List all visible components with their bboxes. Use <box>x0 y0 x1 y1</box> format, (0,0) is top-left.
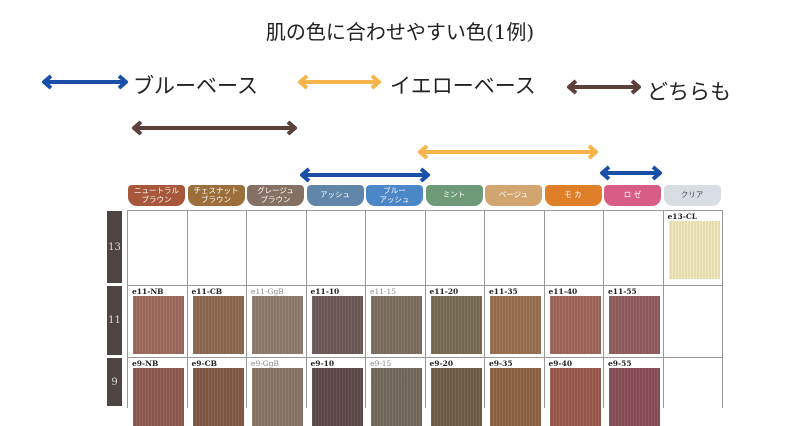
color-code: e11-GgB <box>251 287 284 296</box>
color-code: e9-GgB <box>251 359 280 368</box>
yellow-base-arrow-icon <box>298 74 381 90</box>
row-level-label: 9 <box>107 358 122 406</box>
color-swatch <box>133 296 184 354</box>
both-legend-arrow-icon <box>567 79 641 95</box>
yellow-span-arrow-icon <box>418 144 598 160</box>
chart-cell[interactable]: e11-NB <box>127 285 188 357</box>
color-swatch <box>192 368 244 426</box>
chart-cell <box>662 357 723 408</box>
blue-span-arrow-icon <box>300 167 430 183</box>
chart-cell[interactable]: e11-20 <box>424 285 485 357</box>
chart-cell <box>127 210 188 285</box>
color-code: e9-55 <box>608 359 632 368</box>
color-swatch <box>430 296 482 354</box>
color-code: e11-20 <box>429 287 459 296</box>
color-code: e9-35 <box>489 359 513 368</box>
chart-cell[interactable]: e11-10 <box>305 285 366 357</box>
color-swatch <box>371 368 422 426</box>
color-code: e11-15 <box>370 287 397 296</box>
color-swatch <box>668 221 720 279</box>
tab-9[interactable]: クリア <box>663 185 721 206</box>
chart-cell <box>424 210 485 285</box>
chart-cell <box>662 285 723 357</box>
chart-cell <box>484 210 545 285</box>
arrows <box>42 74 662 183</box>
color-swatch <box>133 368 184 426</box>
tab-6[interactable]: ベージュ <box>485 185 542 206</box>
chart-cell <box>305 210 366 285</box>
chart-cell[interactable]: e11-CB <box>186 285 247 357</box>
color-swatch <box>490 296 541 354</box>
tab-8[interactable]: ロ ゼ <box>604 185 661 206</box>
chart-cell[interactable]: e9-35 <box>484 357 545 426</box>
chart-cell[interactable]: e11-15 <box>365 285 426 357</box>
color-code: e9-20 <box>429 359 454 368</box>
chart-cell[interactable]: e9-NB <box>127 357 188 426</box>
chart-cell[interactable]: e11-55 <box>603 285 664 357</box>
blue-base-label: ブルーベース <box>133 74 258 98</box>
chart-cell[interactable]: e9-40 <box>543 357 604 426</box>
chart-cell[interactable]: e9-CB <box>186 357 247 426</box>
row-level-label: 11 <box>107 286 122 355</box>
chart-cell <box>365 210 426 285</box>
chart-cell[interactable]: e9-20 <box>424 357 485 426</box>
tab-2[interactable]: グレージュ ブラウン <box>247 185 304 206</box>
chart-cell[interactable]: e9-15 <box>365 357 426 426</box>
tab-5[interactable]: ミント <box>425 185 483 206</box>
color-code: e9-CB <box>191 359 217 368</box>
color-swatch <box>311 368 363 426</box>
color-swatch <box>252 296 303 354</box>
tab-4[interactable]: ブルー アッシュ <box>366 185 423 206</box>
color-swatch <box>252 368 303 426</box>
color-swatch <box>549 368 601 426</box>
both-label: どちらも <box>647 80 731 104</box>
page-title: 肌の色に合わせやすい色(1例) <box>265 20 535 44</box>
color-swatch <box>549 296 601 354</box>
color-code: e11-CB <box>191 287 223 296</box>
blue-base-arrow-icon <box>42 74 128 90</box>
chart-cell <box>543 210 604 285</box>
chart-cell[interactable]: e11-GgB <box>246 285 307 357</box>
chart-cell <box>246 210 307 285</box>
color-code: e9-40 <box>548 359 573 368</box>
color-code: e9-10 <box>310 359 335 368</box>
color-swatch <box>609 296 660 354</box>
blue-span-arrow-2-icon <box>600 165 662 181</box>
tab-3[interactable]: アッシュ <box>306 185 364 206</box>
tab-0[interactable]: ニュートラル ブラウン <box>128 185 185 206</box>
color-code: e11-55 <box>608 287 637 296</box>
chart-cell[interactable]: e11-40 <box>543 285 604 357</box>
chart-cell[interactable]: e9-GgB <box>246 357 307 426</box>
color-code: e13-CL <box>667 212 698 221</box>
tab-7[interactable]: モ カ <box>544 185 602 206</box>
color-code: e11-40 <box>548 287 578 296</box>
color-code: e11-10 <box>310 287 340 296</box>
color-code: e11-NB <box>132 287 164 296</box>
color-swatch <box>192 296 244 354</box>
color-swatch <box>609 368 660 426</box>
color-swatch <box>430 368 482 426</box>
color-swatch <box>371 296 422 354</box>
color-code: e9-NB <box>132 359 159 368</box>
color-swatch <box>490 368 541 426</box>
yellow-base-label: イエローベース <box>390 74 536 98</box>
tab-1[interactable]: チェスナット ブラウン <box>187 185 245 206</box>
color-swatch <box>311 296 363 354</box>
chart-cell[interactable]: e11-35 <box>484 285 545 357</box>
chart-cell[interactable]: e13-CL <box>662 210 723 285</box>
chart-cell <box>186 210 247 285</box>
chart-cell <box>603 210 664 285</box>
both-arrow-icon <box>132 120 297 136</box>
color-code: e9-15 <box>370 359 392 368</box>
chart-cell[interactable]: e9-10 <box>305 357 366 426</box>
color-code: e11-35 <box>489 287 518 296</box>
row-level-label: 13 <box>107 211 122 283</box>
chart-cell[interactable]: e9-55 <box>603 357 664 426</box>
